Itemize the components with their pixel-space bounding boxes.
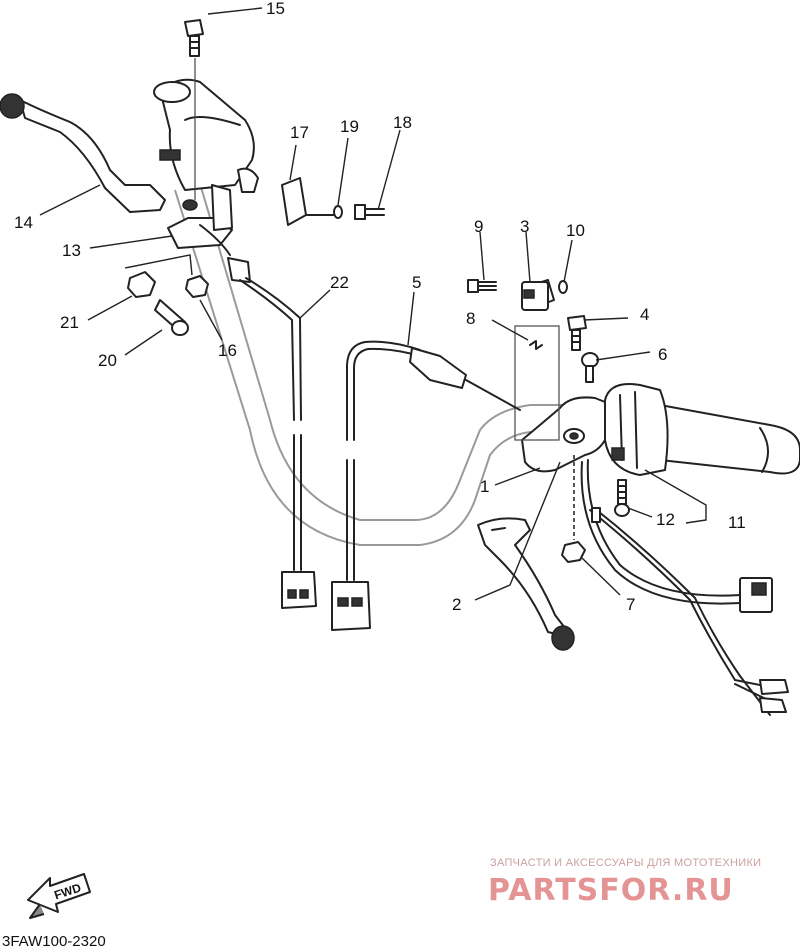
callout-12: 12 xyxy=(656,510,675,529)
diagram-code: 3FAW100-2320 xyxy=(2,933,106,949)
washer-10 xyxy=(558,280,568,294)
handlebar-outline xyxy=(174,149,600,546)
right-handlebar-switch xyxy=(604,383,669,476)
callout-13: 13 xyxy=(62,241,81,260)
lever-bracket xyxy=(521,396,606,473)
callout-11: 11 xyxy=(728,513,746,532)
washer-19 xyxy=(333,205,343,219)
callout-1: 1 xyxy=(480,477,489,496)
callout-18: 18 xyxy=(393,113,412,132)
nut-16 xyxy=(185,275,209,298)
callout-4: 4 xyxy=(640,305,649,324)
callout-labels: 15 14 13 21 20 16 17 19 18 22 5 9 3 10 8… xyxy=(14,0,746,614)
callout-7: 7 xyxy=(626,595,635,614)
cable-22 xyxy=(227,257,317,609)
screw-18 xyxy=(354,204,385,220)
watermark-tagline: ЗАПЧАСТИ И АКСЕССУАРЫ ДЛЯ МОТОТЕХНИКИ xyxy=(490,857,761,869)
lever-holder xyxy=(167,184,233,256)
right-grip xyxy=(659,404,800,475)
callout-22: 22 xyxy=(330,273,349,292)
callout-19: 19 xyxy=(340,117,359,136)
fwd-arrow: FWD xyxy=(27,873,91,919)
front-brake-switch xyxy=(521,279,555,311)
callout-14: 14 xyxy=(14,213,33,232)
bolt-12 xyxy=(614,479,630,517)
callout-2: 2 xyxy=(452,595,461,614)
callout-20: 20 xyxy=(98,351,117,370)
callout-17: 17 xyxy=(290,123,309,142)
bolt-20 xyxy=(154,299,189,336)
callout-5: 5 xyxy=(412,273,421,292)
screw-6 xyxy=(581,352,599,383)
cable-5 xyxy=(331,340,521,631)
callout-3: 3 xyxy=(520,217,529,236)
callout-10: 10 xyxy=(566,221,585,240)
switch-mount-outline xyxy=(514,325,560,441)
leader-lines xyxy=(39,7,707,601)
right-lever xyxy=(477,517,575,651)
callout-21: 21 xyxy=(60,313,79,332)
callout-15: 15 xyxy=(266,0,285,18)
callout-8: 8 xyxy=(466,309,475,328)
callout-9: 9 xyxy=(474,217,483,236)
bolt-15 xyxy=(184,19,204,200)
spring-8 xyxy=(529,340,543,350)
callout-6: 6 xyxy=(658,345,667,364)
callout-16: 16 xyxy=(218,341,237,360)
watermark-brand: PARTSFOR.RU xyxy=(488,873,734,908)
screw-9 xyxy=(467,279,497,293)
master-cylinder xyxy=(153,78,259,193)
switch-17 xyxy=(281,177,336,226)
nut-21 xyxy=(127,271,156,298)
watermark: ЗАПЧАСТИ И АКСЕССУАРЫ ДЛЯ МОТОТЕХНИКИ PA… xyxy=(488,857,761,908)
left-lever xyxy=(0,93,166,213)
switch-wiring xyxy=(580,459,789,716)
nut-7 xyxy=(561,455,586,563)
bolt-4 xyxy=(567,315,587,351)
